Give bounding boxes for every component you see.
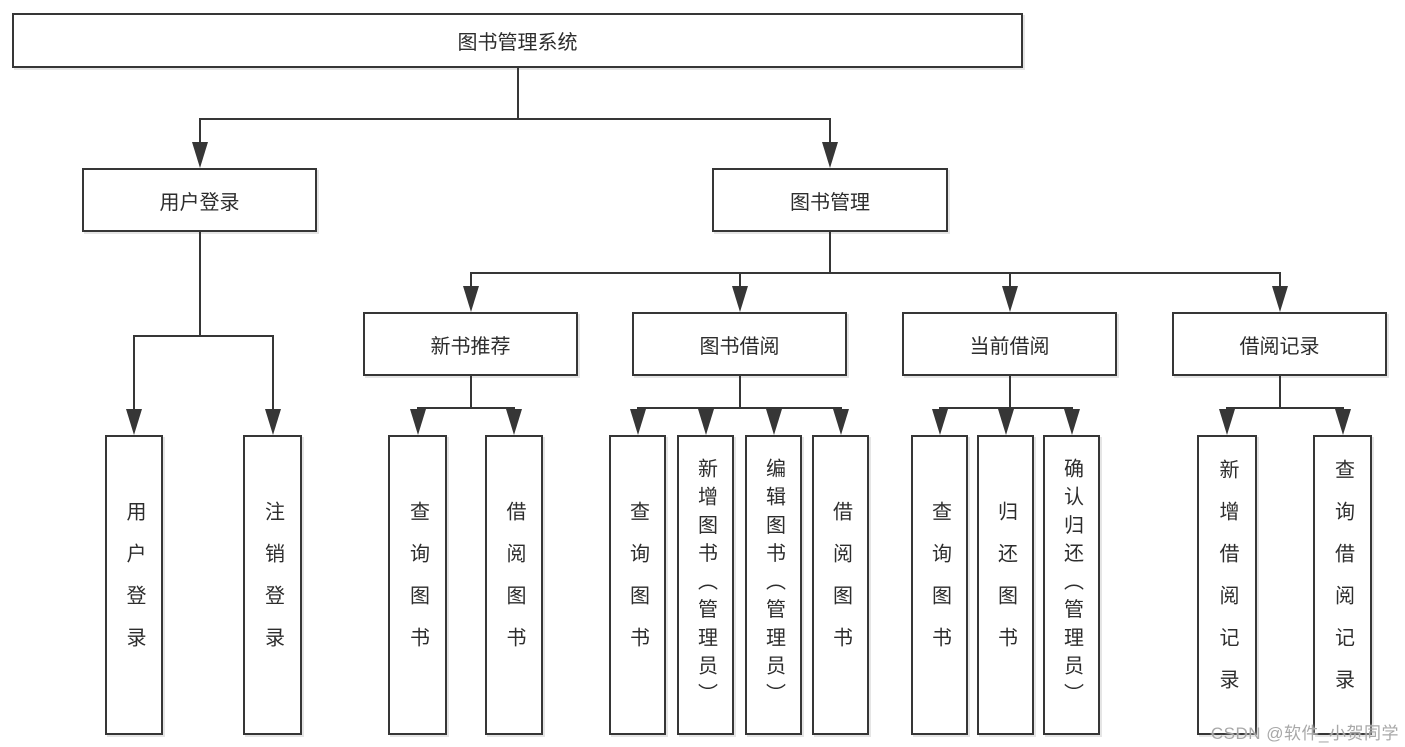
node-label: 新书推荐: [430, 335, 511, 358]
node-l-nb-borrow: 借阅图书: [485, 435, 543, 735]
node-label: 图书管理系统: [457, 32, 578, 54]
connector-line: [1008, 376, 1011, 407]
node-root: 图书管理系统: [12, 13, 1023, 68]
arrow-down-icon: [765, 409, 782, 435]
node-label: 图书借阅: [699, 335, 780, 358]
arrow-down-icon: [264, 409, 281, 435]
node-label: 新增图书（管理员）: [694, 458, 717, 712]
node-label: 查询图书: [928, 501, 951, 669]
arrow-down-icon: [822, 142, 838, 168]
arrow-down-icon: [1063, 409, 1080, 435]
node-label: 编辑图书（管理员）: [762, 458, 785, 712]
node-l-cur-return: 归还图书: [977, 435, 1034, 735]
arrow-down-icon: [697, 409, 714, 435]
node-l-bw-borrow: 借阅图书: [812, 435, 869, 735]
node-l-nb-query: 查询图书: [388, 435, 447, 735]
connector-line: [198, 118, 201, 146]
connector-line: [469, 272, 1281, 274]
connector-line: [636, 407, 842, 409]
node-borrow: 图书借阅: [632, 312, 847, 376]
connector-line: [829, 118, 831, 146]
node-label: 归还图书: [994, 501, 1017, 669]
connector-line: [1008, 272, 1011, 290]
connector-line: [133, 335, 135, 413]
node-label: 新增借阅记录: [1216, 459, 1238, 711]
arrow-down-icon: [629, 409, 646, 435]
node-login: 用户登录: [82, 168, 317, 232]
node-label: 查询图书: [406, 501, 429, 669]
node-l-cur-query: 查询图书: [911, 435, 968, 735]
arrow-down-icon: [931, 409, 948, 435]
arrow-down-icon: [409, 409, 426, 435]
node-label: 图书管理: [790, 191, 870, 214]
node-label: 确认归还（管理员）: [1060, 458, 1083, 712]
node-l-bw-edit: 编辑图书（管理员）: [745, 435, 802, 735]
node-l-rec-query: 查询借阅记录: [1313, 435, 1372, 735]
node-l-logout: 注销登录: [243, 435, 302, 735]
node-l-cur-confirm: 确认归还（管理员）: [1043, 435, 1100, 735]
arrow-down-icon: [462, 286, 479, 312]
node-label: 当前借阅: [969, 335, 1050, 358]
arrow-down-icon: [506, 409, 522, 435]
arrow-down-icon: [1271, 286, 1288, 312]
connector-line: [1278, 376, 1281, 407]
node-l-bw-add: 新增图书（管理员）: [677, 435, 734, 735]
node-label: 借阅记录: [1239, 335, 1320, 358]
watermark: CSDN @软件_小贺同学: [1210, 724, 1399, 743]
arrow-down-icon: [126, 409, 142, 435]
connector-line: [198, 118, 831, 120]
node-l-rec-add: 新增借阅记录: [1197, 435, 1257, 735]
arrow-down-icon: [1334, 409, 1351, 435]
node-label: 用户登录: [159, 191, 240, 214]
node-mgmt: 图书管理: [712, 168, 948, 232]
connector-line: [516, 68, 519, 118]
connector-line: [469, 376, 472, 407]
connector-line: [829, 232, 831, 272]
node-newbook: 新书推荐: [363, 312, 578, 376]
node-label: 借阅图书: [503, 501, 525, 669]
node-l-user-login: 用户登录: [105, 435, 163, 735]
node-current: 当前借阅: [902, 312, 1117, 376]
connector-line: [416, 407, 515, 409]
arrow-down-icon: [832, 409, 849, 435]
node-l-bw-query: 查询图书: [609, 435, 666, 735]
node-label: 查询借阅记录: [1331, 459, 1354, 711]
node-label: 借阅图书: [829, 501, 852, 669]
connector-line: [738, 376, 741, 407]
node-label: 注销登录: [261, 501, 284, 669]
node-label: 用户登录: [123, 501, 145, 669]
node-label: 查询图书: [626, 501, 649, 669]
connector-line: [133, 335, 274, 337]
arrow-down-icon: [997, 409, 1014, 435]
arrow-down-icon: [191, 142, 208, 168]
connector-line: [1226, 407, 1344, 409]
connector-line: [1278, 272, 1281, 290]
arrow-down-icon: [1219, 409, 1235, 435]
arrow-down-icon: [1001, 286, 1018, 312]
connector-line: [271, 335, 274, 413]
connector-line: [738, 272, 741, 290]
connector-line: [198, 232, 201, 335]
node-records: 借阅记录: [1172, 312, 1387, 376]
connector-line: [469, 272, 472, 290]
arrow-down-icon: [731, 286, 748, 312]
